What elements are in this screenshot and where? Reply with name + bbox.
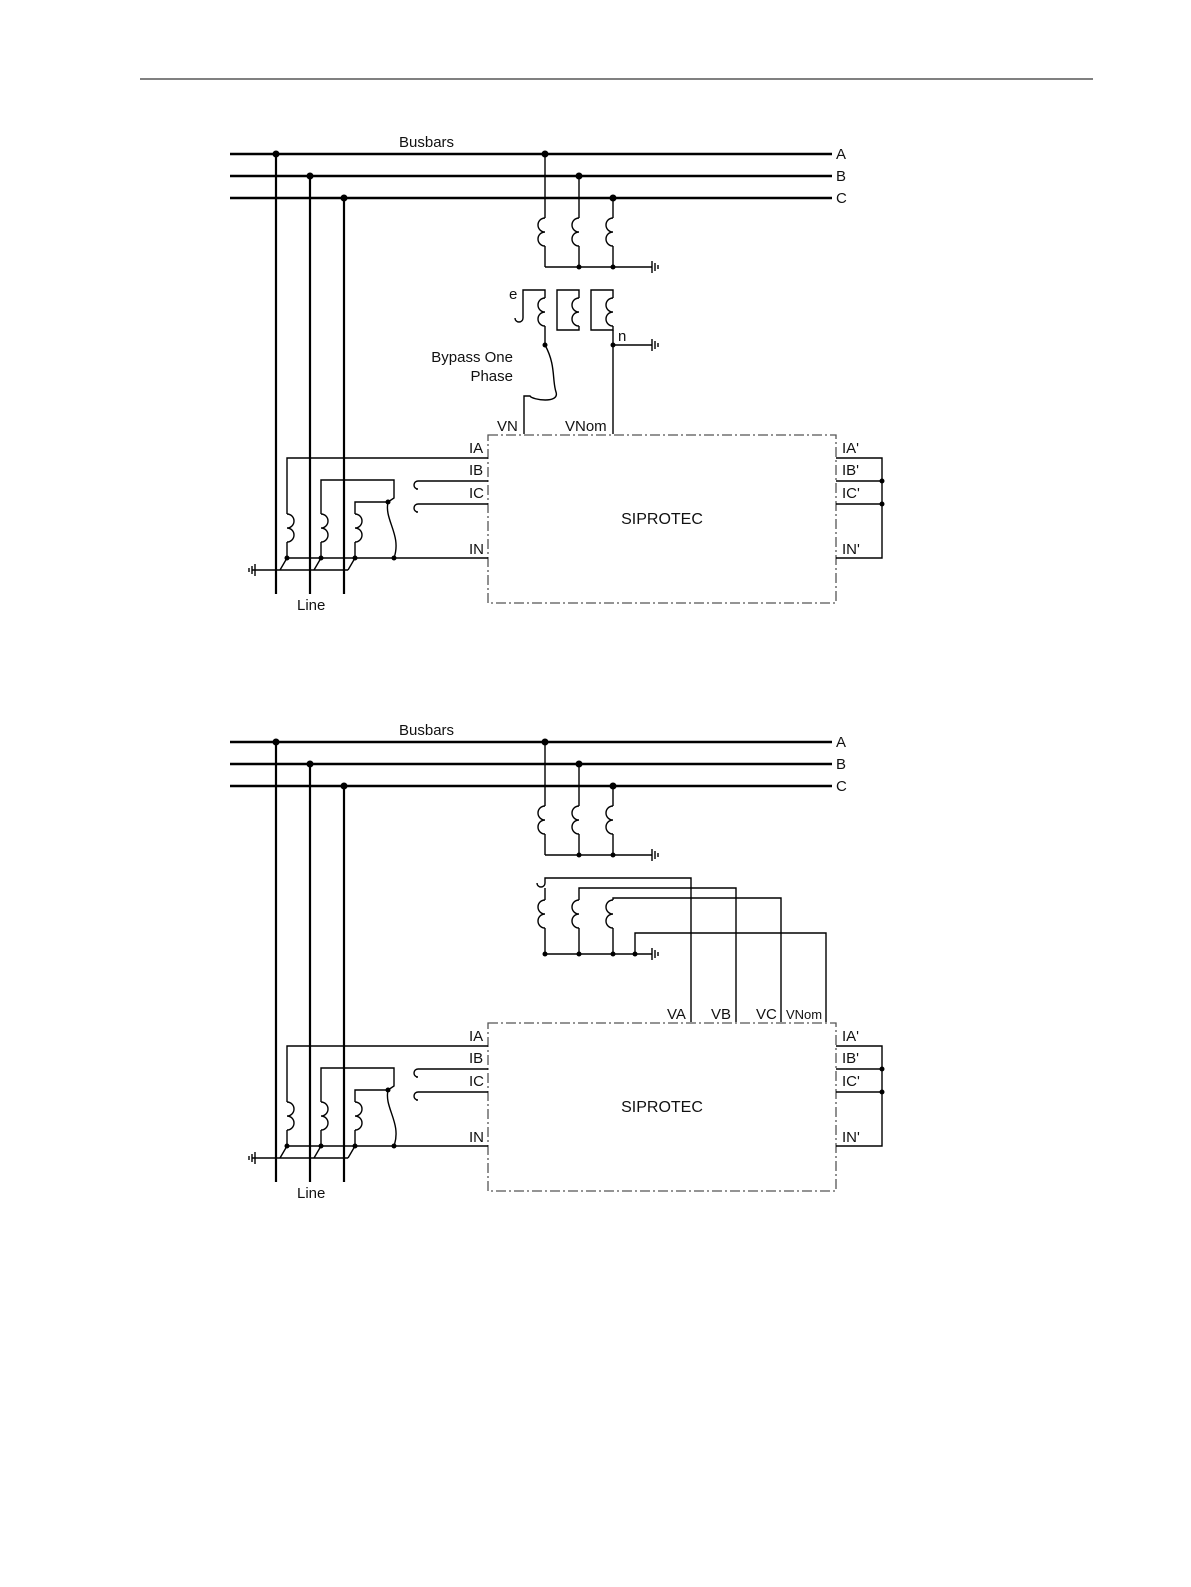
line-feeders [273, 739, 348, 1183]
current-output-in: IN' [842, 1129, 860, 1146]
voltage-input-vb: VB [711, 1006, 731, 1023]
device-label: SIPROTEC [621, 1099, 703, 1116]
ground-icon [652, 849, 658, 861]
bypass-label-line2: Phase [470, 368, 513, 385]
ct-wiring-left [249, 1046, 488, 1164]
busbars-label: Busbars [399, 134, 454, 151]
current-input-in: IN [469, 541, 484, 558]
bus-label-a: A [836, 734, 846, 751]
current-input-ia: IA [469, 440, 483, 457]
broken-delta-winding [515, 290, 658, 434]
bus-label-a: A [836, 146, 846, 163]
diagram-1: Busbars A B C Line [230, 134, 885, 614]
voltage-input-vnom: VNom [565, 418, 607, 435]
bus-label-c: C [836, 190, 847, 207]
ground-icon [652, 948, 658, 960]
ct-wiring-left [249, 458, 488, 576]
voltage-input-vnom: VNom [786, 1007, 822, 1022]
current-output-ic: IC' [842, 1073, 860, 1090]
vt-terminal-n: n [618, 328, 626, 345]
line-feeders [273, 151, 348, 595]
current-output-ia: IA' [842, 1028, 859, 1045]
current-input-ia: IA [469, 1028, 483, 1045]
line-label: Line [297, 597, 325, 614]
voltage-input-vc: VC [756, 1006, 777, 1023]
vt-terminal-e: e [509, 286, 517, 303]
current-output-ib: IB' [842, 462, 859, 479]
current-output-ia: IA' [842, 440, 859, 457]
bus-vt-primary [538, 739, 658, 862]
current-input-ib: IB [469, 1050, 483, 1067]
busbars-label: Busbars [399, 722, 454, 739]
line-label: Line [297, 1185, 325, 1202]
wye-secondary-winding [537, 878, 826, 1022]
busbars [230, 742, 832, 786]
current-input-ib: IB [469, 462, 483, 479]
diagram-2: Busbars A B C Line [230, 722, 885, 1202]
device-label: SIPROTEC [621, 511, 703, 528]
current-output-ic: IC' [842, 485, 860, 502]
bus-label-c: C [836, 778, 847, 795]
voltage-input-vn: VN [497, 418, 518, 435]
voltage-input-va: VA [667, 1006, 686, 1023]
bus-vt-primary [538, 151, 658, 274]
current-output-in: IN' [842, 541, 860, 558]
current-output-ib: IB' [842, 1050, 859, 1067]
current-input-ic: IC [469, 485, 484, 502]
busbars [230, 154, 832, 198]
bus-label-b: B [836, 168, 846, 185]
ground-icon [652, 261, 658, 273]
bus-label-b: B [836, 756, 846, 773]
bypass-label-line1: Bypass One [431, 349, 513, 366]
current-input-in: IN [469, 1129, 484, 1146]
current-input-ic: IC [469, 1073, 484, 1090]
ground-icon [652, 339, 658, 351]
